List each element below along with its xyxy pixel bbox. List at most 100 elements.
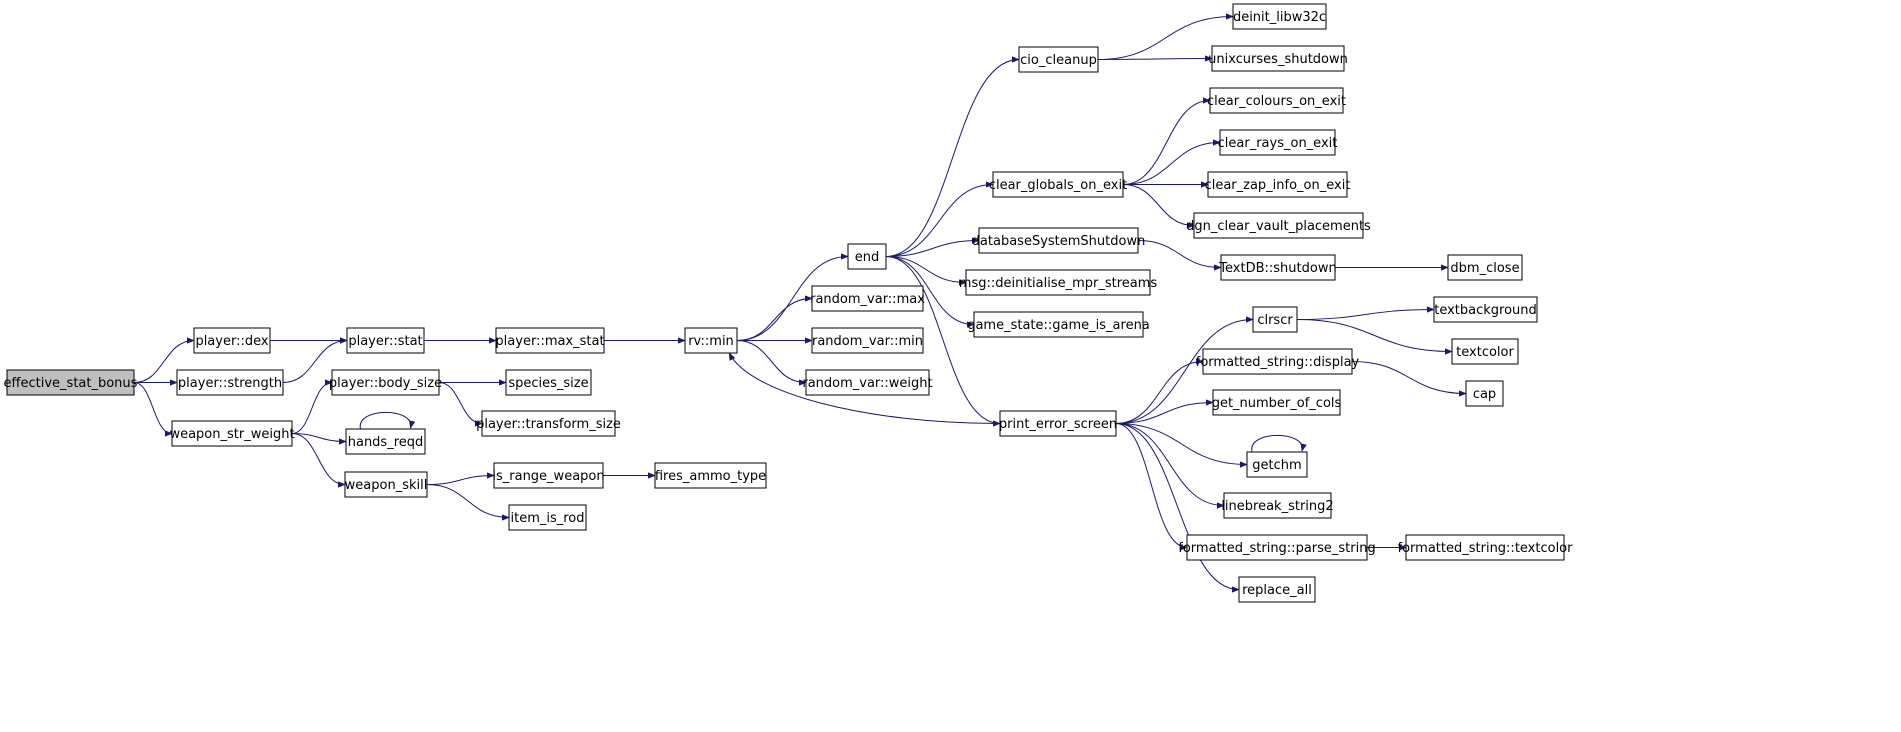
node-weapon_str_weight[interactable]: weapon_str_weight (169, 420, 295, 447)
node-deinit_libw32c[interactable]: deinit_libw32c (1232, 3, 1327, 30)
node-player_max_stat[interactable]: player::max_stat (495, 327, 605, 354)
node-label: msg::deinitialise_mpr_streams (959, 276, 1158, 291)
node-box[interactable] (992, 171, 1124, 198)
node-box[interactable] (1232, 3, 1327, 30)
node-fs_display[interactable]: formatted_string::display (1196, 348, 1360, 375)
node-random_var_max[interactable]: random_var::max (810, 285, 925, 312)
node-box[interactable] (1211, 45, 1345, 72)
node-player_body_size[interactable]: player::body_size (329, 369, 442, 396)
node-species_size[interactable]: species_size (505, 369, 592, 396)
node-box[interactable] (1405, 534, 1565, 561)
node-box[interactable] (193, 327, 271, 354)
node-box[interactable] (1209, 87, 1344, 114)
node-unixcurses_shutdown[interactable]: unixcurses_shutdown (1208, 45, 1348, 72)
node-rv_min[interactable]: rv::min (684, 327, 738, 354)
node-box[interactable] (1220, 254, 1336, 281)
node-box[interactable] (1465, 380, 1504, 407)
node-box[interactable] (1451, 338, 1519, 365)
node-box[interactable] (1186, 534, 1368, 561)
edge-clear_globals_on_exit-to-clear_colours_on_exit (1122, 97, 1211, 185)
node-box[interactable] (811, 327, 924, 354)
node-dgn_clear_vault_placements[interactable]: dgn_clear_vault_placements (1186, 212, 1371, 239)
node-cio_cleanup[interactable]: cio_cleanup (1018, 46, 1099, 73)
node-hands_reqd[interactable]: hands_reqd (345, 428, 426, 455)
node-box[interactable] (493, 462, 604, 489)
node-databaseSystemShutdown[interactable]: databaseSystemShutdown (972, 227, 1146, 254)
node-clear_zap_info_on_exit[interactable]: clear_zap_info_on_exit (1205, 171, 1351, 198)
node-get_number_of_cols[interactable]: get_number_of_cols (1212, 389, 1342, 416)
node-item_is_rod[interactable]: item_is_rod (508, 504, 587, 531)
node-label: weapon_str_weight (169, 427, 294, 442)
node-textdb_shutdown[interactable]: TextDB::shutdown (1218, 254, 1337, 281)
node-player_stat[interactable]: player::stat (346, 327, 425, 354)
node-box[interactable] (847, 243, 887, 270)
node-player_strength[interactable]: player::strength (176, 369, 284, 396)
node-msg_deinitialise[interactable]: msg::deinitialise_mpr_streams (959, 269, 1158, 296)
node-box[interactable] (1433, 296, 1538, 323)
node-box[interactable] (345, 428, 426, 455)
node-box[interactable] (505, 369, 592, 396)
node-player_dex[interactable]: player::dex (193, 327, 271, 354)
node-box[interactable] (331, 369, 440, 396)
node-label: weapon_skill (345, 478, 428, 493)
node-box[interactable] (1207, 171, 1348, 198)
node-is_range_weapon[interactable]: is_range_weapon (492, 462, 605, 489)
node-effective_stat_bonus[interactable]: effective_stat_bonus (4, 369, 138, 396)
node-box[interactable] (999, 410, 1117, 437)
node-label: player::transform_size (476, 417, 621, 432)
node-box[interactable] (1212, 389, 1341, 416)
node-box[interactable] (1193, 212, 1364, 239)
node-fs_parse_string[interactable]: formatted_string::parse_string (1178, 534, 1376, 561)
node-textcolor[interactable]: textcolor (1451, 338, 1519, 365)
node-box[interactable] (978, 227, 1139, 254)
node-box[interactable] (1238, 576, 1316, 603)
node-replace_all[interactable]: replace_all (1238, 576, 1316, 603)
node-box[interactable] (654, 462, 767, 489)
node-end[interactable]: end (847, 243, 887, 270)
node-cap[interactable]: cap (1465, 380, 1504, 407)
node-box[interactable] (1252, 306, 1298, 333)
node-box[interactable] (1219, 129, 1336, 156)
edge-end-to-print_error_screen (885, 256, 1001, 427)
node-getchm[interactable]: getchm (1246, 451, 1308, 478)
node-box[interactable] (481, 410, 616, 437)
node-box[interactable] (344, 471, 428, 498)
node-box[interactable] (176, 369, 284, 396)
node-fires_ammo_type[interactable]: fires_ammo_type (654, 462, 767, 489)
node-print_error_screen[interactable]: print_error_screen (999, 410, 1117, 437)
node-box[interactable] (811, 285, 924, 312)
node-box[interactable] (1246, 451, 1308, 478)
node-box[interactable] (346, 327, 425, 354)
node-label: rv::min (688, 334, 734, 349)
node-box[interactable] (508, 504, 587, 531)
node-box[interactable] (495, 327, 605, 354)
node-box[interactable] (1223, 492, 1332, 519)
node-dbm_close[interactable]: dbm_close (1447, 254, 1523, 281)
node-box[interactable] (973, 311, 1144, 338)
node-player_transform_size[interactable]: player::transform_size (476, 410, 621, 437)
node-label: clear_rays_on_exit (1218, 136, 1338, 151)
node-game_is_arena[interactable]: game_state::game_is_arena (967, 311, 1150, 338)
node-weapon_skill[interactable]: weapon_skill (344, 471, 428, 498)
node-textbackground[interactable]: textbackground (1433, 296, 1538, 323)
node-fs_textcolor[interactable]: formatted_string::textcolor (1398, 534, 1574, 561)
node-box[interactable] (805, 369, 930, 396)
edge-print_error_screen-to-rv_min (728, 352, 1001, 424)
node-box[interactable] (1018, 46, 1099, 73)
edge-databaseSystemShutdown-to-textdb_shutdown (1137, 240, 1222, 271)
edge-clear_globals_on_exit-to-dgn_clear_vault_placements (1122, 184, 1195, 229)
node-random_var_weight[interactable]: random_var::weight (802, 369, 933, 396)
node-linebreak_string2[interactable]: linebreak_string2 (1221, 492, 1334, 519)
edge-print_error_screen-to-linebreak_string2 (1115, 423, 1225, 509)
node-box[interactable] (1447, 254, 1523, 281)
node-box[interactable] (171, 420, 293, 447)
node-box[interactable] (1202, 348, 1353, 375)
node-box[interactable] (965, 269, 1151, 296)
node-clrscr[interactable]: clrscr (1252, 306, 1298, 333)
node-clear_globals_on_exit[interactable]: clear_globals_on_exit (989, 171, 1127, 198)
node-clear_rays_on_exit[interactable]: clear_rays_on_exit (1218, 129, 1338, 156)
node-box[interactable] (684, 327, 738, 354)
node-random_var_min[interactable]: random_var::min (811, 327, 924, 354)
node-box[interactable] (6, 369, 135, 396)
node-clear_colours_on_exit[interactable]: clear_colours_on_exit (1207, 87, 1346, 114)
